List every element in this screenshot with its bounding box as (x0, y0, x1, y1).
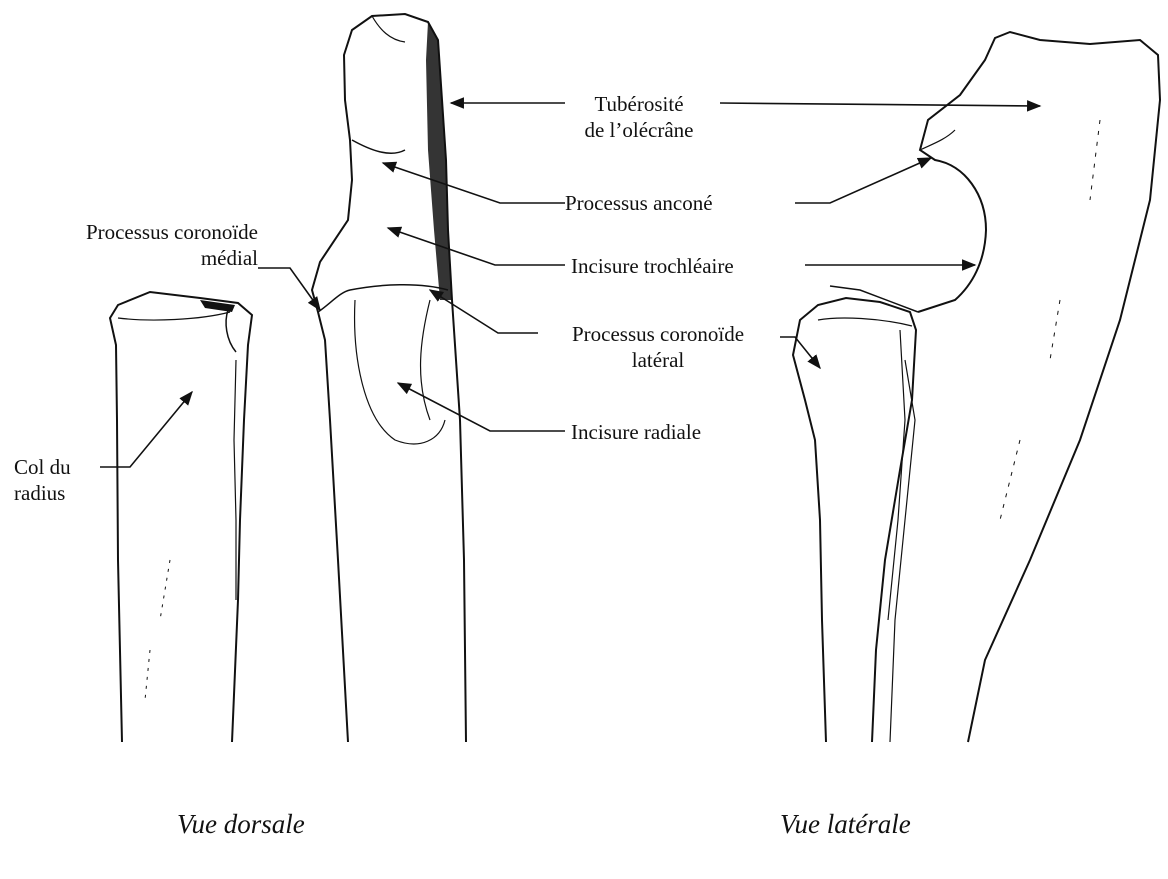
label-coronoide-lateral: Processus coronoïde latéral (538, 321, 778, 373)
label-incisure-radiale: Incisure radiale (571, 419, 701, 445)
label-processus-ancone: Processus anconé (565, 190, 713, 216)
radius-dorsal-drawing (110, 292, 252, 742)
label-coronoide-medial-line1: Processus coronoïde (12, 219, 258, 245)
label-coronoide-lateral-line1: Processus coronoïde (538, 321, 778, 347)
arrow-coronoide-medial (258, 268, 320, 310)
label-col-radius-line1: Col du (14, 454, 71, 480)
arrow-coronoide-lateral-lateral (780, 337, 820, 368)
arrow-ancone-lateral (795, 158, 931, 203)
caption-lateral: Vue latérale (780, 809, 911, 840)
caption-dorsal: Vue dorsale (177, 809, 305, 840)
label-tuberosite: Tubérosité de l’olécrâne (564, 91, 714, 143)
arrow-incisure-radiale (398, 383, 565, 431)
label-coronoide-medial: Processus coronoïde médial (12, 219, 258, 271)
label-col-radius-line2: radius (14, 480, 71, 506)
label-col-radius: Col du radius (14, 454, 71, 506)
label-coronoide-medial-line2: médial (12, 245, 258, 271)
label-incisure-trochleaire: Incisure trochléaire (571, 253, 734, 279)
ulna-shading (426, 22, 452, 300)
ulna-lateral-drawing (830, 32, 1160, 742)
arrow-col-radius (100, 392, 192, 467)
arrow-trochleaire-dorsal (388, 228, 565, 265)
leader-lines (100, 103, 1040, 467)
arrow-tuberosite-lateral (720, 103, 1040, 106)
radius-lateral-drawing (793, 298, 916, 742)
arrow-ancone-dorsal (383, 163, 565, 203)
label-coronoide-lateral-line2: latéral (538, 347, 778, 373)
label-tuberosite-line2: de l’olécrâne (564, 117, 714, 143)
label-tuberosite-line1: Tubérosité (564, 91, 714, 117)
